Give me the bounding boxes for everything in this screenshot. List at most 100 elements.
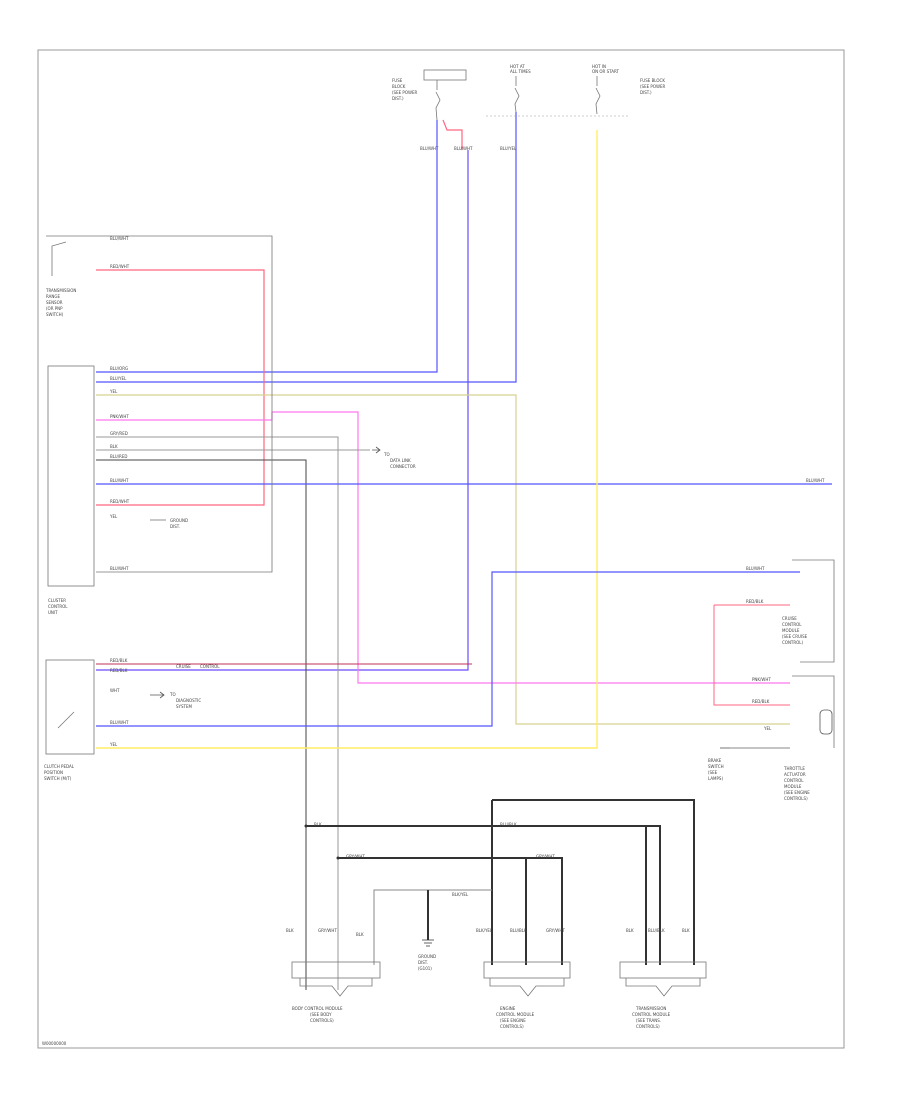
bm-module-line-4: CONTROLS) <box>500 1024 524 1029</box>
wire-label-1: BLU/WHT <box>110 236 129 241</box>
fuse-icon-3 <box>595 76 601 115</box>
bottom-mid-module-bracket <box>489 978 565 997</box>
wire-black-3 <box>491 799 695 965</box>
fuse-top-right-line-4: (SEE POWER <box>640 84 665 89</box>
clutch-switch-contact <box>57 711 75 729</box>
ground-icon <box>422 939 434 947</box>
wire-label-3: BLU/ORG <box>110 366 128 371</box>
wire-label-19: BLU/WHT <box>806 478 825 483</box>
br-module-line-1: TRANSMISSION <box>635 1006 666 1011</box>
wire-red-right <box>713 604 790 706</box>
fuse-top-left-line-3: (SEE POWER <box>392 90 417 95</box>
cluster-line-1: CLUSTER <box>48 598 66 603</box>
fuse-top-right-line-3: FUSE BLOCK <box>640 78 665 83</box>
wire-label-4: BLU/YEL <box>110 376 127 381</box>
wire-label-35: BLK <box>356 932 364 937</box>
bottom-right-module-label: TRANSMISSION CONTROL MODULE (SEE TRANS. … <box>632 1006 671 1029</box>
wire-label-14: RED/BLK <box>110 658 128 663</box>
wire-label-18: YEL <box>109 742 118 747</box>
wire-black-1 <box>96 459 307 990</box>
diag-line-1: TO <box>169 692 176 697</box>
brake-line-3: (SEE <box>708 770 718 775</box>
trans-range-sensor-label: TRANSMISSION RANGE SENSOR (OR PNP SWITCH… <box>45 288 76 317</box>
fuse-top-left-line-2: BLOCK <box>392 84 406 89</box>
bottom-left-module-bracket <box>299 978 373 997</box>
wire-red-sensor <box>96 269 265 506</box>
trans-range-line-5: SWITCH) <box>46 312 64 317</box>
brake-line-4: LAMPS) <box>708 776 723 781</box>
wire-label-7: GRY/RED <box>110 431 128 436</box>
bottom-right-module-box <box>619 961 707 979</box>
ground-note-line-1: GROUND <box>170 518 188 523</box>
bm-module-line-2: CONTROL MODULE <box>496 1012 535 1017</box>
diagram-frame <box>37 49 845 1049</box>
cruise-note-line-2: CONTROL <box>200 664 220 669</box>
wire-label-17: BLU/WHT <box>110 720 129 725</box>
throttle-connector-icon <box>819 709 833 735</box>
trans-range-line-3: SENSOR <box>46 300 63 305</box>
fuse-top-left-line-4: DIST.) <box>392 96 404 101</box>
cruise-note-line-1: CRUISE <box>176 664 191 669</box>
wire-label-39: BLK <box>626 928 634 933</box>
fuse-top-mid-line-2: ALL TIMES <box>510 69 531 74</box>
wire-label-31: BLU/BLK <box>500 822 517 827</box>
wire-label-6: PNK/WHT <box>110 414 129 419</box>
page-code: W00000000 <box>42 1041 67 1046</box>
wire-label-29: GRY/WHT <box>346 854 365 859</box>
wire-black-4 <box>338 857 563 965</box>
brake-line-1: BRAKE <box>708 758 722 763</box>
ground-bottom-line-2: DIST. <box>418 960 428 965</box>
wire-pink-1 <box>96 411 790 684</box>
component-layer <box>45 69 835 997</box>
wire-label-2: RED/WHT <box>110 264 130 269</box>
wire-label-32: GRY/WHT <box>536 854 555 859</box>
wire-blue-3 <box>96 150 469 671</box>
bl-module-line-2: (SEE BODY <box>310 1012 332 1017</box>
diag-line-2: DIAGNOSTIC <box>176 698 201 703</box>
arrow-icon-3 <box>372 446 381 454</box>
wire-label-12: YEL <box>109 514 118 519</box>
wire-blue-2 <box>96 112 517 383</box>
fuse-top-mid-label: HOT AT ALL TIMES <box>510 64 531 74</box>
ground-bottom-line-3: (G101) <box>418 966 432 971</box>
trans-range-switch <box>51 241 67 276</box>
bottom-mid-module-label: ENGINE CONTROL MODULE (SEE ENGINE CONTRO… <box>496 1006 535 1029</box>
bm-module-line-1: ENGINE <box>500 1006 516 1011</box>
wire-label-26: BLU/WHT <box>454 146 473 151</box>
throttle-module-box <box>792 675 835 748</box>
trans-range-line-2: RANGE <box>46 294 60 299</box>
wire-label-23: RED/BLK <box>752 699 770 704</box>
wire-labels: BLU/WHT RED/WHT BLU/ORG BLU/YEL YEL PNK/… <box>109 146 825 937</box>
wire-layer <box>96 112 832 990</box>
fuse-icon-2 <box>514 76 520 113</box>
trans-range-line-1: TRANSMISSION <box>45 288 76 293</box>
wire-blue-1 <box>96 120 438 373</box>
cluster-line-2: CONTROL <box>48 604 68 609</box>
fuse-top-right-label: HOT IN ON OR START FUSE BLOCK (SEE POWER… <box>592 64 665 95</box>
wire-label-13: BLU/WHT <box>110 566 129 571</box>
trans-range-line-4: (OR PNP <box>46 306 63 311</box>
fuse-block-top-left <box>423 69 467 81</box>
clutch-line-3: SWITCH (M/T) <box>44 776 72 781</box>
throttle-line-6: CONTROLS) <box>784 796 808 801</box>
wire-red-top <box>442 119 463 150</box>
connector-dot-1 <box>304 824 308 828</box>
wire-black-2 <box>306 825 661 965</box>
data-link-line-2: DATA LINK <box>390 458 411 463</box>
diagnostic-note-label: TO DIAGNOSTIC SYSTEM <box>169 692 201 709</box>
cruise-line-5: CONTROL) <box>782 640 804 645</box>
wire-gray-1 <box>96 436 339 990</box>
bl-module-line-1: BODY CONTROL MODULE <box>292 1006 343 1011</box>
cluster-label: CLUSTER CONTROL UNIT <box>48 598 68 615</box>
fuse-icon-1 <box>435 80 441 121</box>
ground-note-line-2: DIST. <box>170 524 180 529</box>
wire-label-21: RED/BLK <box>746 599 764 604</box>
br-module-line-3: (SEE TRANS. <box>636 1018 661 1023</box>
wire-label-40: BLU/BLK <box>648 928 665 933</box>
clutch-switch-box <box>45 659 95 755</box>
bm-module-line-3: (SEE ENGINE <box>500 1018 526 1023</box>
trans-range-sensor-box <box>46 235 273 573</box>
wire-label-41: BLK <box>682 928 690 933</box>
fuse-top-right-line-1: HOT IN <box>592 64 606 69</box>
wire-olive <box>96 394 790 725</box>
